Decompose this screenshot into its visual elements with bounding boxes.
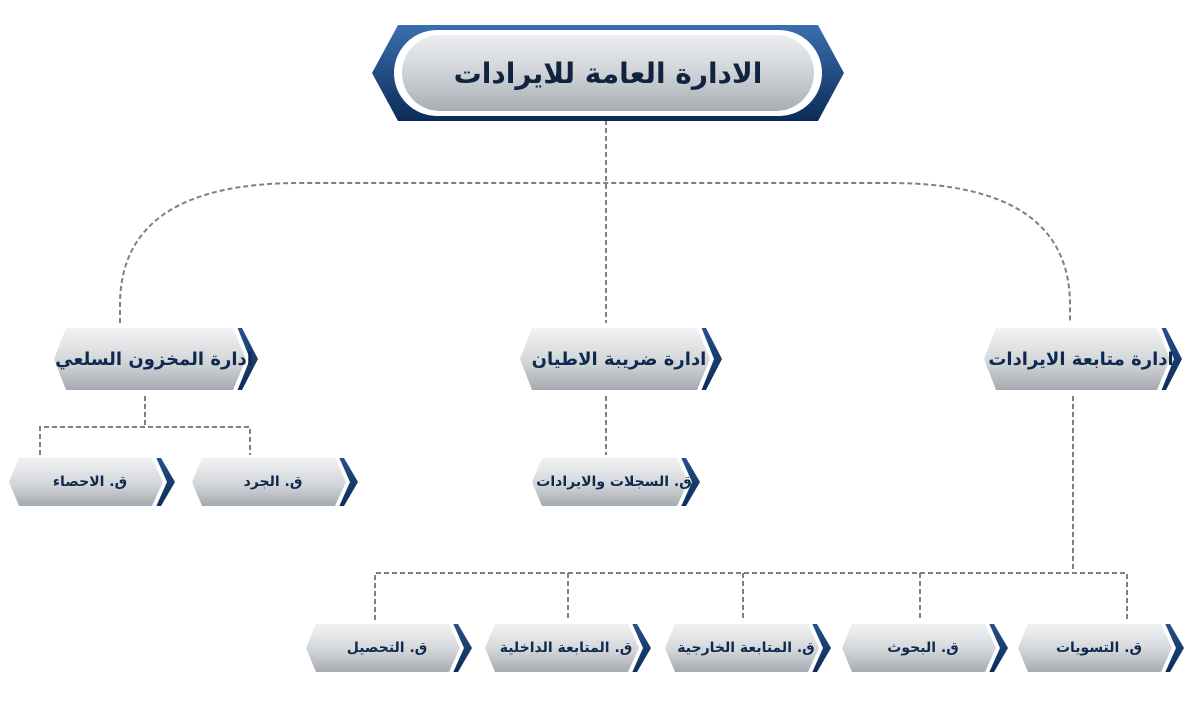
connector-arch [119, 182, 1071, 323]
section-settlements-label: ق. التسويات [1055, 640, 1143, 656]
root-label: الادارة العامة للايرادات [453, 56, 763, 90]
section-records-label: ق. السجلات والايرادات [536, 474, 692, 490]
section-internal-followup: ق. المتابعة الداخلية [481, 620, 651, 676]
section-records: ق. السجلات والايرادات [528, 454, 700, 510]
section-external-followup: ق. المتابعة الخارجية [661, 620, 831, 676]
dept-inventory-label: ادارة المخزون السلعي [55, 348, 253, 370]
section-jard-label: ق. الجرد [243, 474, 303, 490]
dept-tiles: ادارة ضريبة الاطيان [516, 322, 722, 396]
root-node: الادارة العامة للايرادات [372, 25, 844, 121]
section-external-followup-label: ق. المتابعة الخارجية [677, 640, 815, 656]
section-ihsaa-label: ق. الاحصاء [52, 474, 128, 490]
dept-followup-label: ادارة متابعة الايرادات [988, 348, 1174, 370]
section-settlements: ق. التسويات [1014, 620, 1184, 676]
section-internal-followup-label: ق. المتابعة الداخلية [499, 640, 633, 656]
section-jard: ق. الجرد [188, 454, 358, 510]
section-ihsaa: ق. الاحصاء [5, 454, 175, 510]
dept-tiles-label: ادارة ضريبة الاطيان [531, 348, 707, 370]
section-research: ق. البحوث [838, 620, 1008, 676]
section-research-label: ق. البحوث [887, 640, 959, 656]
connector-inventory [39, 396, 251, 455]
section-collection-label: ق. التحصيل [346, 640, 428, 656]
dept-inventory: ادارة المخزون السلعي [50, 322, 258, 396]
dept-followup: ادارة متابعة الايرادات [980, 322, 1182, 396]
section-collection: ق. التحصيل [302, 620, 472, 676]
connector-followup [374, 396, 1128, 620]
